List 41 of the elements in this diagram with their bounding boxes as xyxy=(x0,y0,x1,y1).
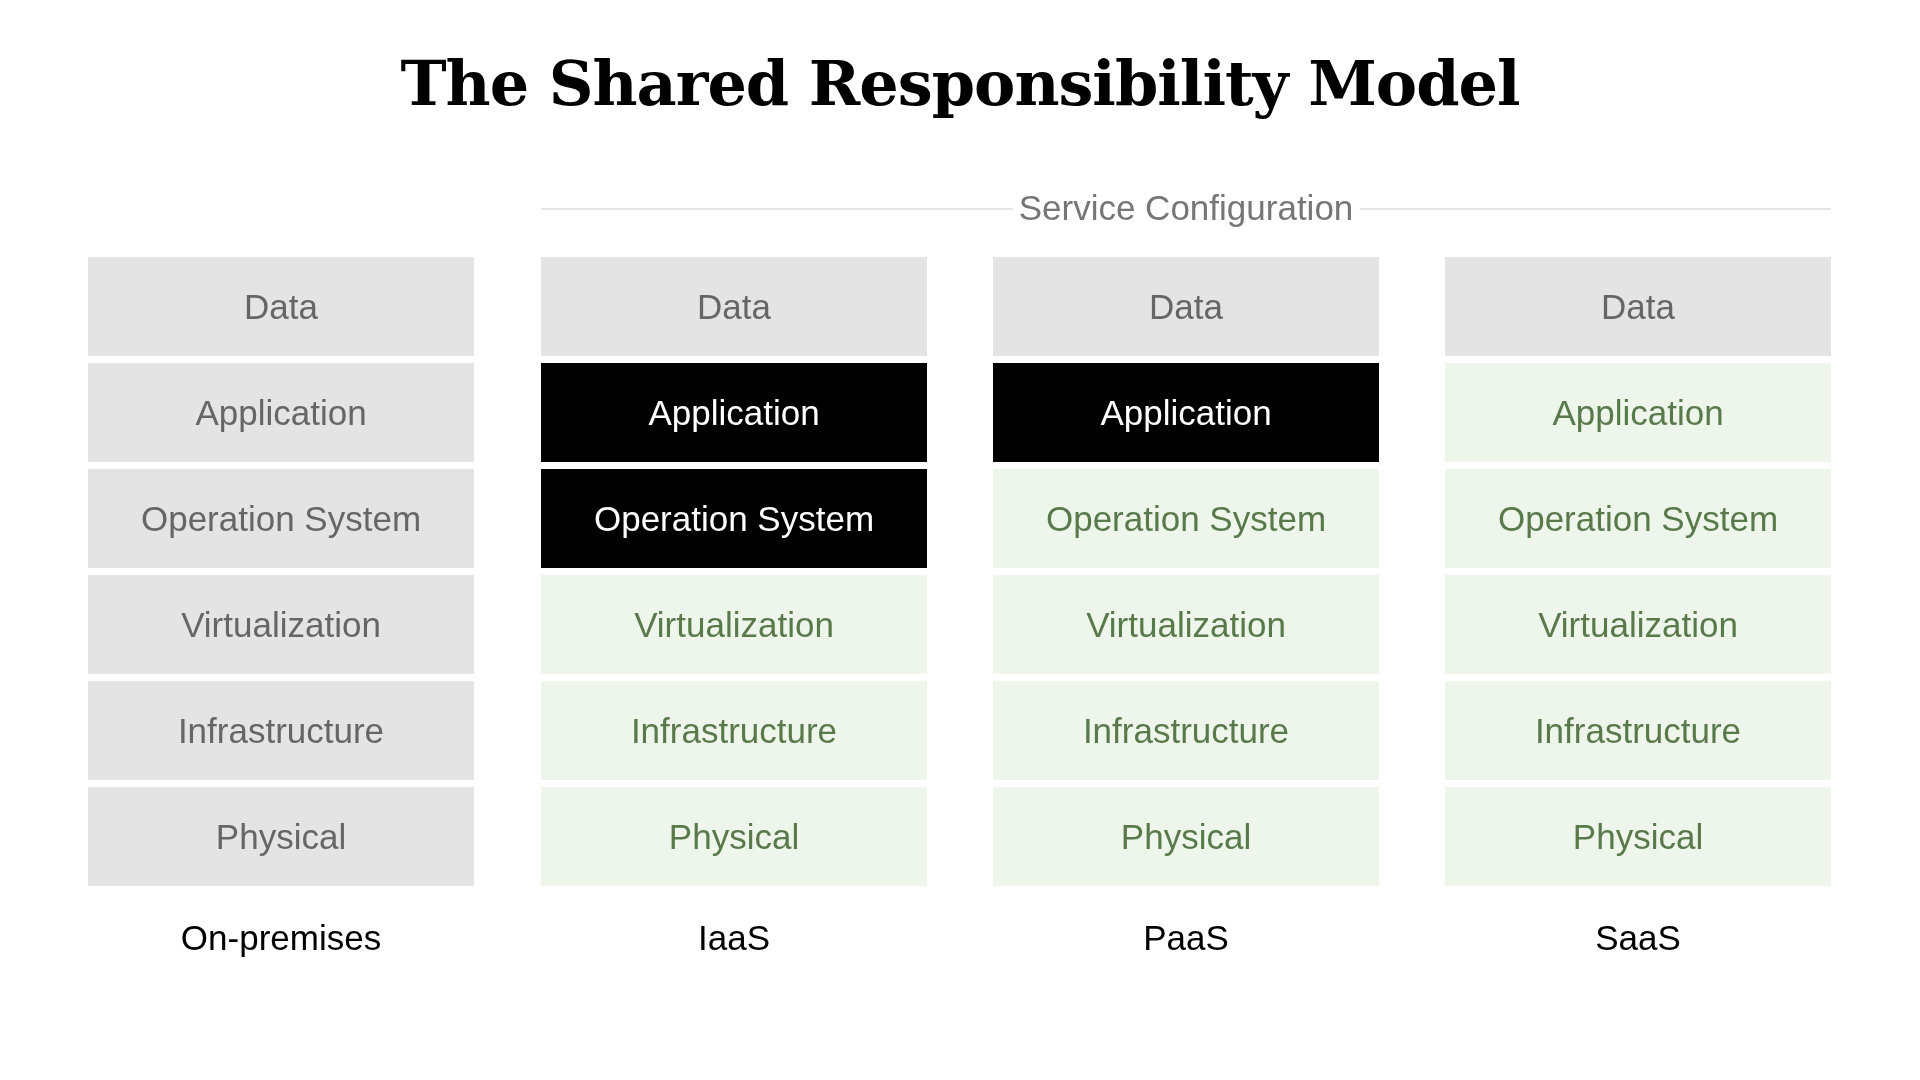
layer-name: Application xyxy=(195,392,367,433)
layer-name: Operation System xyxy=(140,498,422,539)
layer-block xyxy=(993,257,1379,356)
layer-name: Data xyxy=(1601,286,1675,327)
column-label: On-premises xyxy=(180,918,382,958)
layer-block xyxy=(993,363,1379,462)
column-label: SaaS xyxy=(1595,918,1681,958)
layer-block xyxy=(541,257,927,356)
page-title: The Shared Responsibility Model xyxy=(400,50,1520,119)
column-label: IaaS xyxy=(698,918,770,958)
layer-block xyxy=(88,469,474,568)
layer-name: Virtualization xyxy=(1086,604,1286,645)
layer-name: Operation System xyxy=(1497,498,1779,539)
layer-block xyxy=(88,681,474,780)
layer-name: Infrastructure xyxy=(1534,710,1742,751)
layer-name: Operation System xyxy=(1045,498,1327,539)
column-label: PaaS xyxy=(1143,918,1229,958)
layer-name: Physical xyxy=(1572,816,1704,857)
layer-block xyxy=(541,363,927,462)
layer-block xyxy=(88,257,474,356)
layer-name: Physical xyxy=(668,816,800,857)
layer-name: Virtualization xyxy=(634,604,834,645)
layer-name: Infrastructure xyxy=(177,710,385,751)
layer-block xyxy=(88,787,474,886)
layer-block xyxy=(1445,257,1831,356)
layer-block xyxy=(88,575,474,674)
layer-name: Data xyxy=(1149,286,1223,327)
layer-name: Virtualization xyxy=(181,604,381,645)
layer-name: Application xyxy=(1552,392,1724,433)
layer-name: Infrastructure xyxy=(1082,710,1290,751)
layer-name: Operation System xyxy=(593,498,875,539)
layer-name: Data xyxy=(244,286,318,327)
layer-name: Application xyxy=(648,392,820,433)
layer-name: Infrastructure xyxy=(630,710,838,751)
layer-name: Data xyxy=(697,286,771,327)
layer-block xyxy=(541,469,927,568)
layer-name: Physical xyxy=(1120,816,1252,857)
layer-name: Virtualization xyxy=(1538,604,1738,645)
layer-block xyxy=(88,363,474,462)
layer-name: Physical xyxy=(215,816,347,857)
layer-name: Application xyxy=(1100,392,1272,433)
